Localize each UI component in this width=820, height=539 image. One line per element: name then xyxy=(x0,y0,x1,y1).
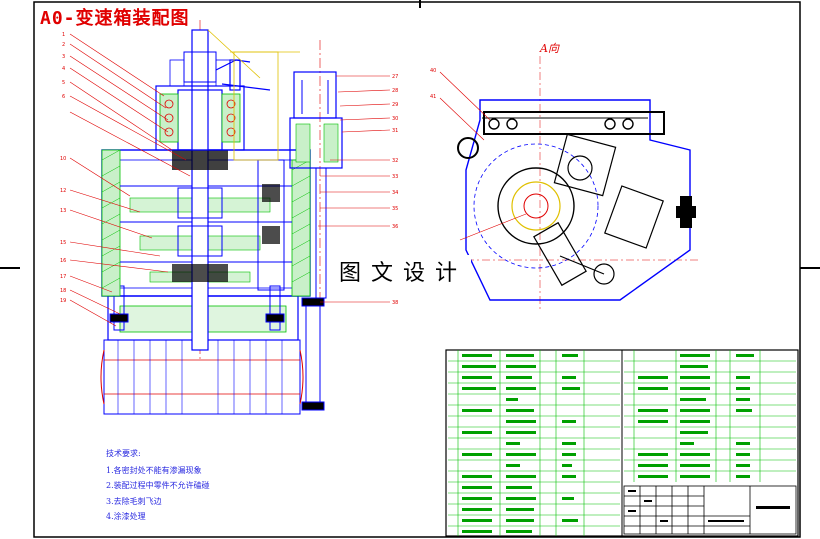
svg-text:2: 2 xyxy=(62,42,65,48)
housing-outline xyxy=(465,99,691,301)
motor-base xyxy=(100,339,304,415)
requirement-item: 2.装配过程中零件不允许磕碰 xyxy=(106,481,210,490)
svg-text:4: 4 xyxy=(62,66,65,72)
linkage xyxy=(533,133,664,287)
svg-text:13: 13 xyxy=(60,208,66,214)
svg-text:1: 1 xyxy=(62,32,65,38)
title-block xyxy=(623,485,797,535)
svg-text:17: 17 xyxy=(60,274,66,280)
svg-text:28: 28 xyxy=(392,88,398,94)
balloon-leaders-left xyxy=(69,33,191,327)
parts-list xyxy=(445,349,799,537)
svg-text:12: 12 xyxy=(60,188,66,194)
svg-text:19: 19 xyxy=(60,298,66,304)
requirement-item: 4.涂漆处理 xyxy=(106,512,146,521)
requirement-item: 3.去除毛刺飞边 xyxy=(106,496,162,506)
svg-text:30: 30 xyxy=(392,116,398,122)
gear-disc xyxy=(497,167,575,245)
svg-text:5: 5 xyxy=(62,80,65,86)
balloon-leaders-right xyxy=(318,75,391,303)
svg-text:32: 32 xyxy=(392,158,398,164)
svg-text:27: 27 xyxy=(392,74,398,80)
svg-text:38: 38 xyxy=(392,300,398,306)
requirement-item: 1.各密封处不能有渗漏现象 xyxy=(106,465,202,475)
main-shaft xyxy=(172,29,228,351)
svg-text:15: 15 xyxy=(60,240,66,246)
view-a-label: A向 xyxy=(540,42,559,55)
svg-text:31: 31 xyxy=(392,128,398,134)
svg-text:34: 34 xyxy=(392,190,398,196)
watermark-text: 图文设计 xyxy=(335,255,472,287)
adjust-knob xyxy=(676,196,696,228)
svg-text:18: 18 xyxy=(60,288,66,294)
svg-text:6: 6 xyxy=(62,94,65,100)
flange-bolt xyxy=(109,285,285,331)
drawing-border xyxy=(33,1,801,538)
svg-text:29: 29 xyxy=(392,102,398,108)
svg-text:16: 16 xyxy=(60,258,66,264)
svg-text:40: 40 xyxy=(430,68,436,74)
svg-text:41: 41 xyxy=(430,94,436,100)
svg-text:10: 10 xyxy=(60,156,66,162)
svg-text:36: 36 xyxy=(392,224,398,230)
a-direction-view: 40 41 xyxy=(430,56,700,310)
drawing-title: A0-变速箱装配图 xyxy=(40,8,190,29)
technical-requirements-heading: 技术要求: xyxy=(106,449,141,458)
technical-requirements: 技术要求: 1.各密封处不能有渗漏现象 2.装配过程中零件不允许磕碰 3.去除毛… xyxy=(106,446,210,525)
auxiliary-shaft xyxy=(257,71,343,299)
stud-bolt xyxy=(301,297,325,411)
svg-text:33: 33 xyxy=(392,174,398,180)
svg-text:3: 3 xyxy=(62,54,65,60)
svg-text:35: 35 xyxy=(392,206,398,212)
